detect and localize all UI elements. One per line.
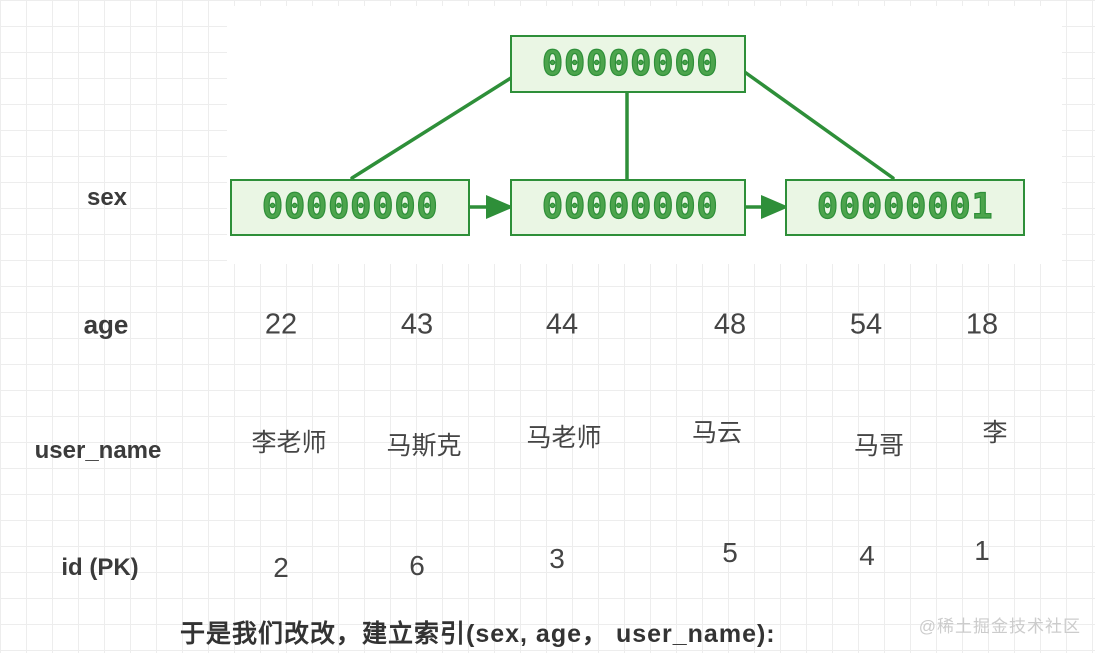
user-name-value-5: 马哥 bbox=[853, 432, 905, 460]
btree-leaf-node-2: 0000 0000 bbox=[510, 179, 746, 236]
edge-root-to-leaf2 bbox=[730, 61, 895, 180]
user-name-value-3: 马老师 bbox=[526, 424, 602, 452]
arrow-leaf0-to-leaf1-head bbox=[486, 195, 514, 219]
row-label-age: age bbox=[83, 309, 129, 340]
id-value-3: 3 bbox=[549, 543, 565, 574]
btree-root-node: 0000 0000 bbox=[510, 35, 746, 93]
id-value-2: 6 bbox=[409, 550, 425, 581]
leaf3-key-right: 0001 bbox=[905, 187, 994, 227]
watermark-text: @稀土掘金技术社区 bbox=[918, 617, 1081, 636]
age-value-3: 44 bbox=[545, 308, 579, 341]
arrow-leaf1-to-leaf2-head bbox=[761, 195, 789, 219]
leaf2-key-left: 0000 bbox=[541, 187, 631, 227]
edge-root-to-leaf0 bbox=[350, 64, 532, 180]
leaf3-key-left: 0000 bbox=[816, 187, 906, 227]
age-value-5: 54 bbox=[849, 308, 883, 341]
id-value-5: 4 bbox=[859, 540, 875, 571]
id-value-6: 1 bbox=[974, 535, 990, 566]
row-label-id-pk: id (PK) bbox=[61, 554, 139, 581]
id-value-1: 2 bbox=[273, 552, 289, 583]
leaf1-key-left: 0000 bbox=[261, 187, 351, 227]
user-name-value-6: 李 bbox=[982, 419, 1008, 447]
caption-text: 于是我们改改，建立索引(sex, age， user_name): bbox=[180, 620, 776, 648]
btree-leaf-node-3: 0000 0001 bbox=[785, 179, 1025, 236]
user-name-value-1: 李老师 bbox=[251, 429, 327, 457]
row-label-sex: sex bbox=[86, 184, 128, 211]
age-value-6: 18 bbox=[965, 308, 999, 341]
root-key-left: 0000 bbox=[541, 43, 631, 84]
age-value-4: 48 bbox=[713, 308, 747, 341]
id-value-4: 5 bbox=[722, 537, 738, 568]
leaf2-key-right: 0000 bbox=[630, 187, 719, 227]
row-label-user-name: user_name bbox=[34, 437, 162, 464]
age-value-2: 43 bbox=[400, 308, 434, 341]
leaf1-key-right: 0000 bbox=[350, 187, 439, 227]
user-name-value-4: 马云 bbox=[691, 419, 743, 447]
user-name-value-2: 马斯克 bbox=[386, 432, 462, 460]
age-value-1: 22 bbox=[264, 308, 298, 341]
btree-leaf-node-1: 0000 0000 bbox=[230, 179, 470, 236]
root-key-right: 0000 bbox=[630, 43, 719, 84]
